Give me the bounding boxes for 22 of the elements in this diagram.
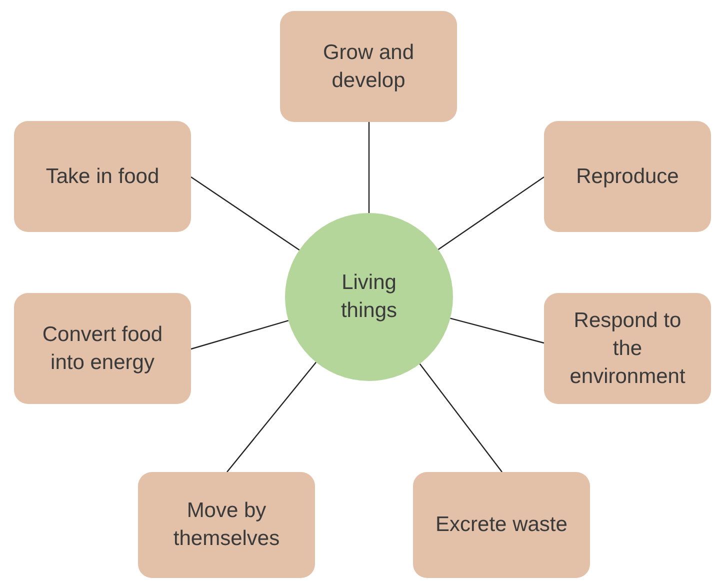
process-box — [14, 293, 191, 404]
process-box — [413, 472, 590, 578]
process-box — [138, 472, 315, 578]
node-label: Convert food into energy — [41, 322, 164, 376]
node-label: Grow and develop — [322, 40, 416, 94]
connector-line — [450, 318, 544, 344]
connector-line — [368, 122, 370, 213]
node-label: Move by themselves — [172, 498, 281, 552]
connector-line — [190, 176, 300, 251]
node-label: Reproduce — [575, 164, 680, 190]
connector-line — [438, 176, 544, 250]
connector-line — [226, 362, 317, 472]
node-label: Respond to the environment — [568, 308, 686, 390]
process-box — [280, 11, 457, 122]
node-label: Living things — [340, 270, 398, 324]
process-box — [544, 121, 711, 232]
connector-line — [190, 320, 289, 350]
process-box — [544, 293, 711, 404]
node-label: Excrete waste — [434, 512, 568, 538]
process-box — [14, 121, 191, 232]
node-label: Take in food — [44, 164, 160, 190]
connector-line — [419, 364, 502, 472]
